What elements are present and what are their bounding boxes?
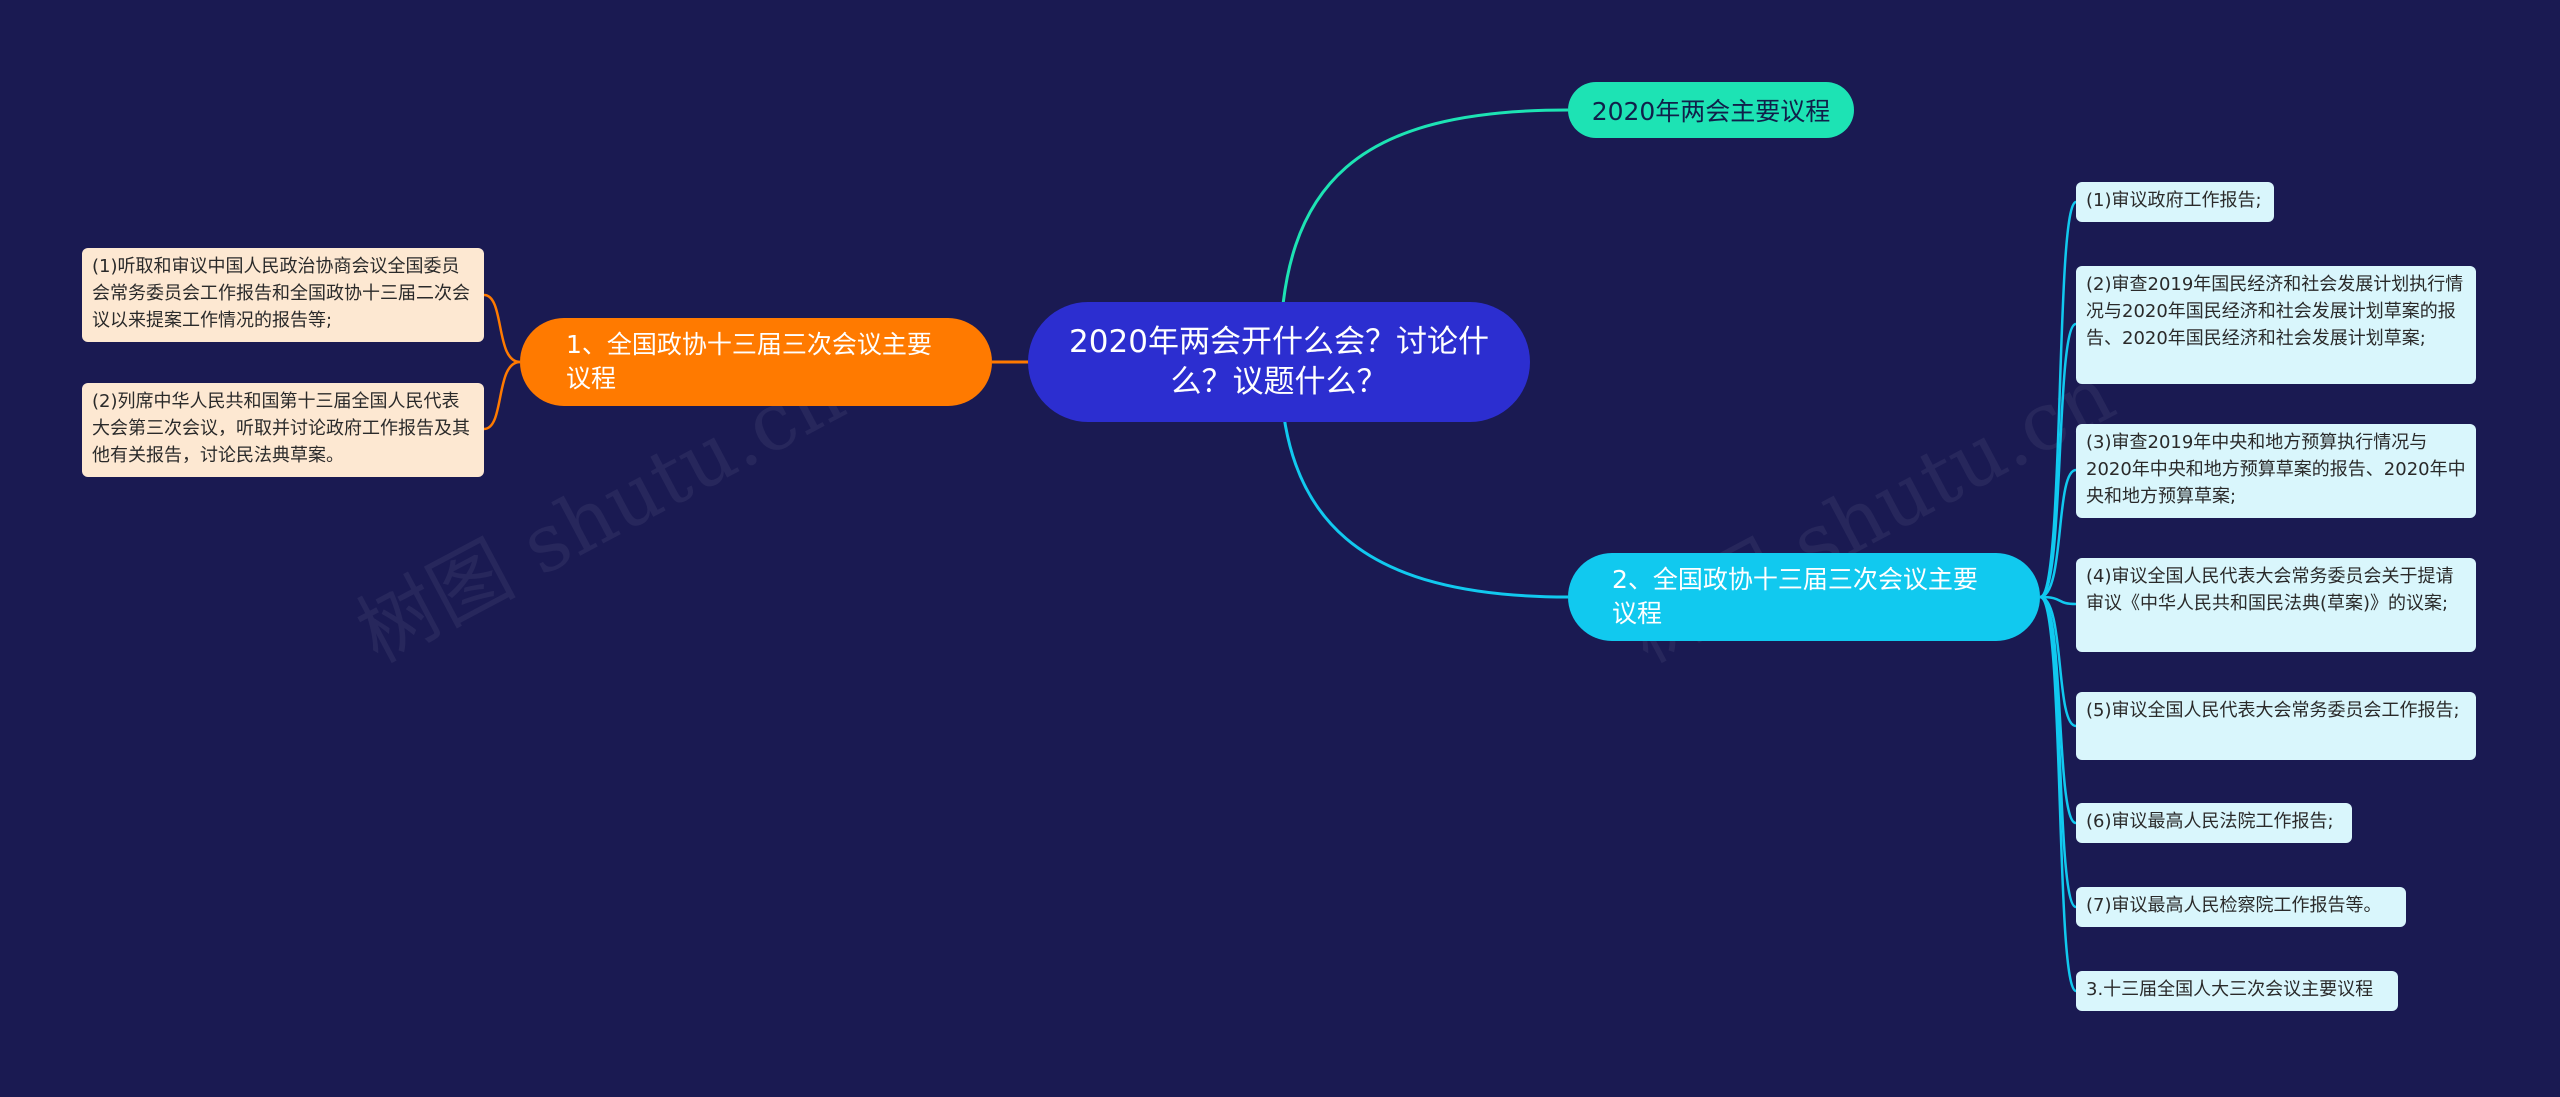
branch-cppcc-agenda-label: 1、全国政协十三届三次会议主要议程 <box>566 330 932 393</box>
branch-npc-agenda-label: 2、全国政协十三届三次会议主要议程 <box>1612 565 1978 628</box>
leaf-right-2[interactable]: (2)审查2019年国民经济和社会发展计划执行情况与2020年国民经济和社会发展… <box>2076 266 2476 384</box>
leaf-right-4-text: (4)审议全国人民代表大会常务委员会关于提请审议《中华人民共和国民法典(草案)》… <box>2086 566 2454 614</box>
connector-right-leaf-5 <box>2039 595 2077 728</box>
leaf-right-4[interactable]: (4)审议全国人民代表大会常务委员会关于提请审议《中华人民共和国民法典(草案)》… <box>2076 558 2476 652</box>
branch-npc-agenda[interactable]: 2、全国政协十三届三次会议主要议程 <box>1568 553 2040 641</box>
leaf-left-2[interactable]: (2)列席中华人民共和国第十三届全国人民代表大会第三次会议，听取并讨论政府工作报… <box>82 383 484 477</box>
connector-right-leaf-4 <box>2039 595 2077 606</box>
branch-cppcc-agenda[interactable]: 1、全国政协十三届三次会议主要议程 <box>520 318 992 406</box>
leaf-right-7-text: (7)审议最高人民检察院工作报告等。 <box>2086 895 2382 916</box>
leaf-right-2-text: (2)审查2019年国民经济和社会发展计划执行情况与2020年国民经济和社会发展… <box>2086 274 2464 349</box>
leaf-left-1[interactable]: (1)听取和审议中国人民政治协商会议全国委员会常务委员会工作报告和全国政协十三届… <box>82 248 484 342</box>
leaf-right-8[interactable]: 3.十三届全国人大三次会议主要议程 <box>2076 971 2398 1011</box>
leaf-right-7[interactable]: (7)审议最高人民检察院工作报告等。 <box>2076 887 2406 927</box>
leaf-right-5-text: (5)审议全国人民代表大会常务委员会工作报告; <box>2086 700 2460 721</box>
leaf-right-1-text: (1)审议政府工作报告; <box>2086 190 2262 211</box>
leaf-left-1-text: (1)听取和审议中国人民政治协商会议全国委员会常务委员会工作报告和全国政协十三届… <box>92 256 470 331</box>
connector-left-leaf-2 <box>483 360 521 431</box>
leaf-right-6[interactable]: (6)审议最高人民法院工作报告; <box>2076 803 2352 843</box>
leaf-right-6-text: (6)审议最高人民法院工作报告; <box>2086 811 2334 832</box>
connector-left-leaf-1 <box>483 293 521 364</box>
connector-right-leaf-8 <box>2038 595 2078 993</box>
leaf-right-5[interactable]: (5)审议全国人民代表大会常务委员会工作报告; <box>2076 692 2476 760</box>
connector-right-leaf-1 <box>2039 200 2078 599</box>
branch-main-agenda[interactable]: 2020年两会主要议程 <box>1568 82 1854 138</box>
branch-main-agenda-label: 2020年两会主要议程 <box>1591 97 1831 126</box>
leaf-right-1[interactable]: (1)审议政府工作报告; <box>2076 182 2274 222</box>
root-topic-label: 2020年两会开什么会？讨论什么？议题什么？ <box>1069 324 1489 400</box>
leaf-right-8-text: 3.十三届全国人大三次会议主要议程 <box>2086 979 2374 1000</box>
root-topic[interactable]: 2020年两会开什么会？讨论什么？议题什么？ <box>1028 302 1530 422</box>
leaf-left-2-text: (2)列席中华人民共和国第十三届全国人民代表大会第三次会议，听取并讨论政府工作报… <box>92 391 470 466</box>
connector-right-leaf-2 <box>2039 322 2077 599</box>
connector-right-leaf-3 <box>2039 468 2077 599</box>
leaf-right-3[interactable]: (3)审查2019年中央和地方预算执行情况与2020年中央和地方预算草案的报告、… <box>2076 424 2476 518</box>
leaf-right-3-text: (3)审查2019年中央和地方预算执行情况与2020年中央和地方预算草案的报告、… <box>2086 432 2466 507</box>
connector-root-top <box>1278 108 1569 361</box>
